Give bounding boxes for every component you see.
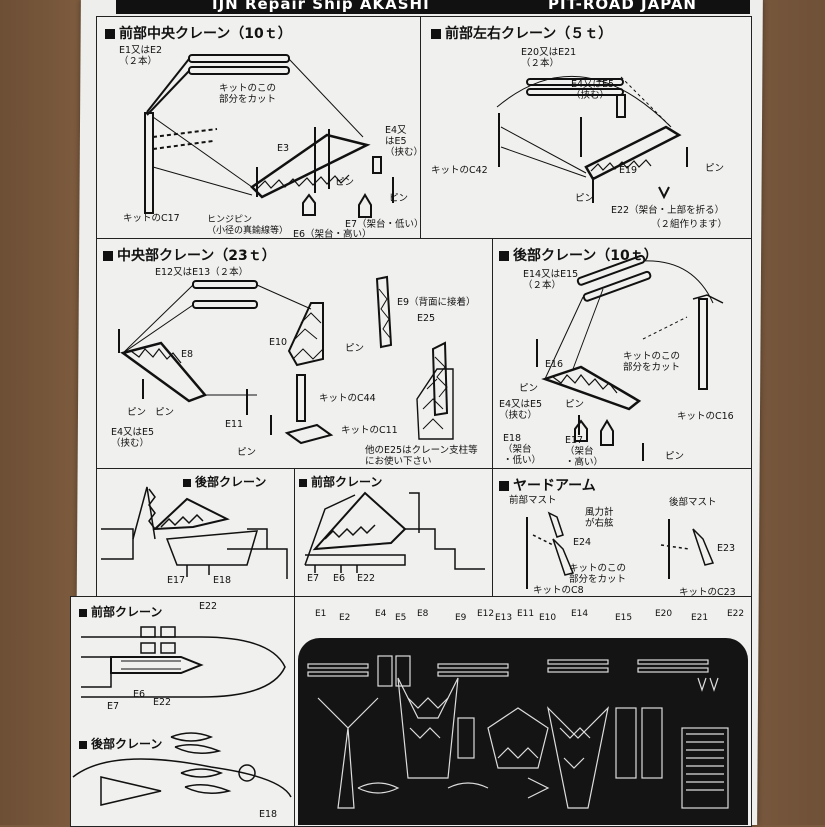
label-cut: キットのこの 部分をカット [623, 351, 680, 373]
label-pin-1: ピン [519, 383, 538, 394]
label-pin-2: ピン [565, 399, 584, 410]
label-e23: E23 [717, 543, 735, 554]
panel-plan-views: 前部クレーン E22 E6 E7 E22 後部クレーン E18 [70, 596, 296, 827]
label-e4-e5: E4又はE5 （挟む） [499, 399, 542, 421]
part-label-e8: E8 [417, 609, 428, 619]
label-cut: キットのこの 部分をカット [569, 563, 626, 585]
label-e4-e5: E4又はE5 （挟む） [571, 79, 614, 101]
label-e24: E24 [573, 537, 591, 548]
label-e12-e13: E12又はE13（２本） [155, 267, 248, 278]
label-e9: E9（背面に接着） [397, 297, 476, 308]
part-label-e2: E2 [339, 613, 350, 623]
header-brand: PIT-ROAD JAPAN [548, 0, 697, 10]
part-label-e1: E1 [315, 609, 326, 619]
label-e18: E18 （架台 ・低い） [503, 433, 541, 466]
label-e4-e5: E4又 はE5 （挟む） [385, 125, 422, 158]
part-label-e20: E20 [655, 609, 672, 619]
part-label-e15: E15 [615, 613, 632, 623]
part-label-e9: E9 [455, 613, 466, 623]
label-other-e25-note: 他のE25はクレーン支柱等 にお使い下さい [365, 445, 478, 467]
part-label-e22: E22 [727, 609, 744, 619]
label-e6: E6 [133, 689, 145, 700]
label-pin-2: ピン [389, 193, 408, 204]
label-e18: E18 [259, 809, 277, 820]
label-e17: E17 （架台 ・高い） [565, 435, 603, 468]
fret-parts-drawing [298, 638, 748, 825]
label-e16: E16 [545, 359, 563, 370]
label-e19: E19 [619, 165, 637, 176]
label-e8: E8 [181, 349, 193, 360]
panel-rear-crane: 後部クレーン（10ｔ） E14又はE15 （２本） キットのこの 部分をカット … [492, 238, 752, 470]
part-label-e10: E10 [539, 613, 556, 623]
label-e11: E11 [225, 419, 243, 430]
label-e17: E17 [167, 575, 185, 586]
part-label-e4: E4 [375, 609, 386, 619]
part-label-e12: E12 [477, 609, 494, 619]
label-e10: E10 [269, 337, 287, 348]
rear-plan-title: 後部クレーン [79, 735, 162, 752]
label-pin-3: ピン [665, 451, 684, 462]
label-c16: キットのC16 [677, 411, 734, 422]
label-e20-e21: E20又はE21 （２本） [521, 47, 576, 69]
part-label-e13: E13 [495, 613, 512, 623]
panel-center-crane: 中央部クレーン（23ｔ） E12又はE13（２本） [96, 238, 494, 470]
label-e4-e5: E4又はE5 （挟む） [111, 427, 154, 449]
label-e6: E6 [333, 573, 345, 584]
panel-yard-arm: ヤードアーム 前部マスト 後部マスト 風力計 が右舷 E24 E23 キットのこ… [492, 468, 752, 598]
label-pin-1: ピン [335, 177, 354, 188]
label-c8: キットのC8 [533, 585, 584, 596]
part-label-e14: E14 [571, 609, 588, 619]
rear-crane-view-drawing [97, 469, 295, 597]
label-e22: E22 [357, 573, 375, 584]
label-e18: E18 [213, 575, 231, 586]
label-anemometer: 風力計 が右舷 [585, 507, 614, 529]
label-c17: キットのC17 [123, 213, 180, 224]
label-cut: キットのこの 部分をカット [219, 83, 276, 105]
label-pin-4: ピン [237, 447, 256, 458]
panel-front-lr-crane: 前部左右クレーン（５ｔ） E20又はE21 （２本） E4又はE5 （挟む） キ… [420, 16, 752, 240]
label-e7: E7 [307, 573, 319, 584]
label-pin-1: ピン [345, 343, 364, 354]
label-pin-2: ピン [575, 193, 594, 204]
label-pin-2: ピン [127, 407, 146, 418]
label-e1-e2: E1又はE2 （２本） [119, 45, 162, 67]
label-two-sets: （２組作ります） [651, 219, 727, 230]
label-e25: E25 [417, 313, 435, 324]
part-label-e5: E5 [395, 613, 406, 623]
label-e3: E3 [277, 143, 289, 154]
label-e22-b: E22 [153, 697, 171, 708]
sheet-header: IJN Repair Ship AKASHI PIT-ROAD JAPAN [116, 0, 750, 14]
label-pin-3: ピン [155, 407, 174, 418]
label-pin-1: ピン [705, 163, 724, 174]
plan-views-drawing [71, 597, 295, 826]
panel-front-crane-view: 前部クレーン E7 E6 E22 [294, 468, 494, 598]
label-e22: E22（架台・上部を折る） [611, 205, 724, 216]
label-e7: E7 [107, 701, 119, 712]
label-e22-a: E22 [199, 601, 217, 612]
front-crane-view-drawing [295, 469, 493, 597]
label-c42: キットのC42 [431, 165, 488, 176]
part-label-e11: E11 [517, 609, 534, 619]
photo-etch-fret [298, 638, 748, 825]
label-hinge-pin: ヒンジピン （小径の真鍮線等） [207, 215, 288, 237]
label-c44: キットのC44 [319, 393, 376, 404]
part-label-e21: E21 [691, 613, 708, 623]
header-title: IJN Repair Ship AKASHI [212, 0, 430, 10]
panel-rear-crane-view: 後部クレーン E17 E18 [96, 468, 296, 598]
label-c11: キットのC11 [341, 425, 398, 436]
panel-front-center-crane: 前部中央クレーン（10ｔ） E1又はE2 （２本） キットのこの 部分をカット … [96, 16, 422, 240]
label-e14-e15: E14又はE15 （２本） [523, 269, 578, 291]
